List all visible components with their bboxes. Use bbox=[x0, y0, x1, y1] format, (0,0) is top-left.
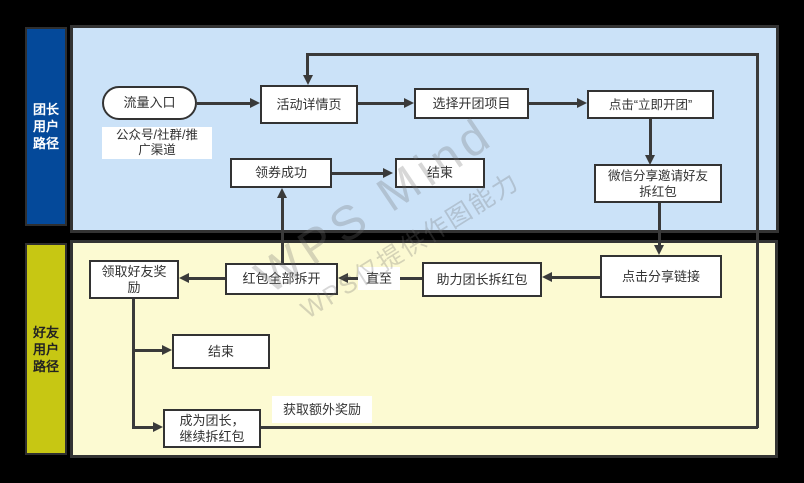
connector-coupon-to-end-line bbox=[332, 172, 383, 175]
node-help-leader-open[interactable]: 助力团长拆红包 bbox=[422, 262, 542, 297]
connector-help-to-packets-arrow bbox=[338, 273, 348, 283]
node-click-start-group[interactable]: 点击“立即开团” bbox=[587, 90, 714, 119]
connector-claim-branch-line bbox=[132, 299, 135, 429]
lane-leader-label: 团长用户路径 bbox=[32, 102, 59, 151]
connector-packets-to-coupon-line bbox=[281, 198, 284, 263]
lane-friend-label: 好友用户路径 bbox=[32, 324, 59, 374]
node-end-leader[interactable]: 结束 bbox=[395, 158, 485, 188]
connector-packets-to-claim-arrow bbox=[179, 273, 189, 283]
connector-loop-drop-line bbox=[306, 53, 309, 75]
connector-select-to-click-arrow bbox=[577, 98, 587, 108]
connector-link-to-help-arrow bbox=[542, 272, 552, 282]
connector-loop-to-detail-arrow bbox=[303, 75, 313, 85]
connector-coupon-to-end-arrow bbox=[383, 168, 393, 178]
connector-entry-to-detail-arrow bbox=[250, 98, 260, 108]
connector-loop-top-line bbox=[306, 53, 756, 56]
node-end-friend[interactable]: 结束 bbox=[172, 334, 270, 369]
connector-share-to-link-line bbox=[658, 203, 661, 245]
connector-detail-to-select-arrow bbox=[404, 98, 414, 108]
connector-packets-to-coupon-arrow bbox=[277, 188, 287, 198]
label-channel-note[interactable]: 公众号/社群/推广渠道 bbox=[102, 127, 212, 159]
connector-entry-to-detail-line bbox=[197, 102, 250, 105]
label-until[interactable]: 直至 bbox=[358, 267, 400, 290]
connector-branch-to-become-line bbox=[133, 426, 153, 429]
node-select-project[interactable]: 选择开团项目 bbox=[414, 88, 529, 119]
node-click-share-link[interactable]: 点击分享链接 bbox=[600, 255, 722, 298]
node-coupon-success[interactable]: 领券成功 bbox=[230, 158, 332, 188]
lane-friend-header: 好友用户路径 bbox=[25, 243, 67, 455]
node-activity-detail[interactable]: 活动详情页 bbox=[260, 85, 358, 124]
connector-link-to-help-line bbox=[552, 276, 600, 279]
lane-leader-header: 团长用户路径 bbox=[25, 27, 67, 226]
label-extra-reward[interactable]: 获取额外奖励 bbox=[272, 396, 372, 423]
connector-detail-to-select-line bbox=[358, 102, 404, 105]
node-all-packets-opened[interactable]: 红包全部拆开 bbox=[225, 263, 338, 295]
connector-branch-to-end-line bbox=[133, 349, 162, 352]
connector-click-to-share-line bbox=[649, 119, 652, 155]
node-wechat-share[interactable]: 微信分享邀请好友拆红包 bbox=[594, 164, 722, 203]
node-traffic-entry[interactable]: 流量入口 bbox=[102, 86, 197, 120]
connector-packets-to-claim-line bbox=[189, 277, 225, 280]
connector-loop-bottom-line bbox=[261, 426, 758, 429]
connector-select-to-click-line bbox=[529, 102, 577, 105]
node-claim-friend-reward[interactable]: 领取好友奖励 bbox=[89, 260, 179, 299]
node-become-leader[interactable]: 成为团长，继续拆红包 bbox=[163, 409, 261, 448]
connector-branch-to-end-arrow bbox=[162, 345, 172, 355]
connector-loop-right-line bbox=[756, 53, 759, 428]
connector-click-to-share-arrow bbox=[645, 155, 655, 165]
connector-share-to-link-arrow bbox=[654, 245, 664, 255]
connector-branch-to-become-arrow bbox=[153, 422, 163, 432]
